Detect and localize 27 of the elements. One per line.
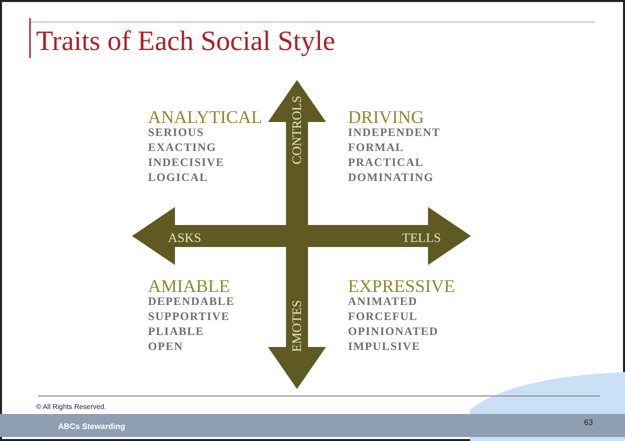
axis-label: ASKS [168, 230, 202, 246]
trait-label: SUPPORTIVE [148, 311, 230, 323]
trait-label: FORCEFUL [348, 311, 418, 323]
trait-label: LOGICAL [148, 172, 208, 184]
axis-label: EMOTES [289, 300, 305, 352]
trait-label: PLIABLE [148, 326, 204, 338]
trait-label: ANIMATED [348, 296, 418, 308]
trait-label: DEPENDABLE [148, 296, 235, 308]
axis-label: CONTROLS [289, 96, 305, 164]
trait-label: FORMAL [348, 142, 404, 154]
footer-text: ABCs Stewarding [58, 422, 126, 431]
slide-title: Traits of Each Social Style [36, 26, 336, 58]
axis-label: TELLS [402, 230, 441, 246]
trait-label: OPINIONATED [348, 326, 438, 338]
trait-label: PRACTICAL [348, 157, 424, 169]
trait-label: EXACTING [148, 142, 216, 154]
trait-label: DOMINATING [348, 172, 434, 184]
trait-label: SERIOUS [148, 127, 204, 139]
trait-label: INDECISIVE [148, 157, 224, 169]
style-heading: DRIVING [348, 107, 424, 128]
style-heading: AMIABLE [148, 276, 230, 297]
trait-label: INDEPENDENT [348, 127, 441, 139]
style-heading: ANALYTICAL [148, 107, 262, 128]
page-number: 63 [584, 418, 593, 427]
trait-label: IMPULSIVE [348, 341, 420, 353]
style-heading: EXPRESSIVE [348, 276, 456, 297]
trait-label: OPEN [148, 341, 184, 353]
